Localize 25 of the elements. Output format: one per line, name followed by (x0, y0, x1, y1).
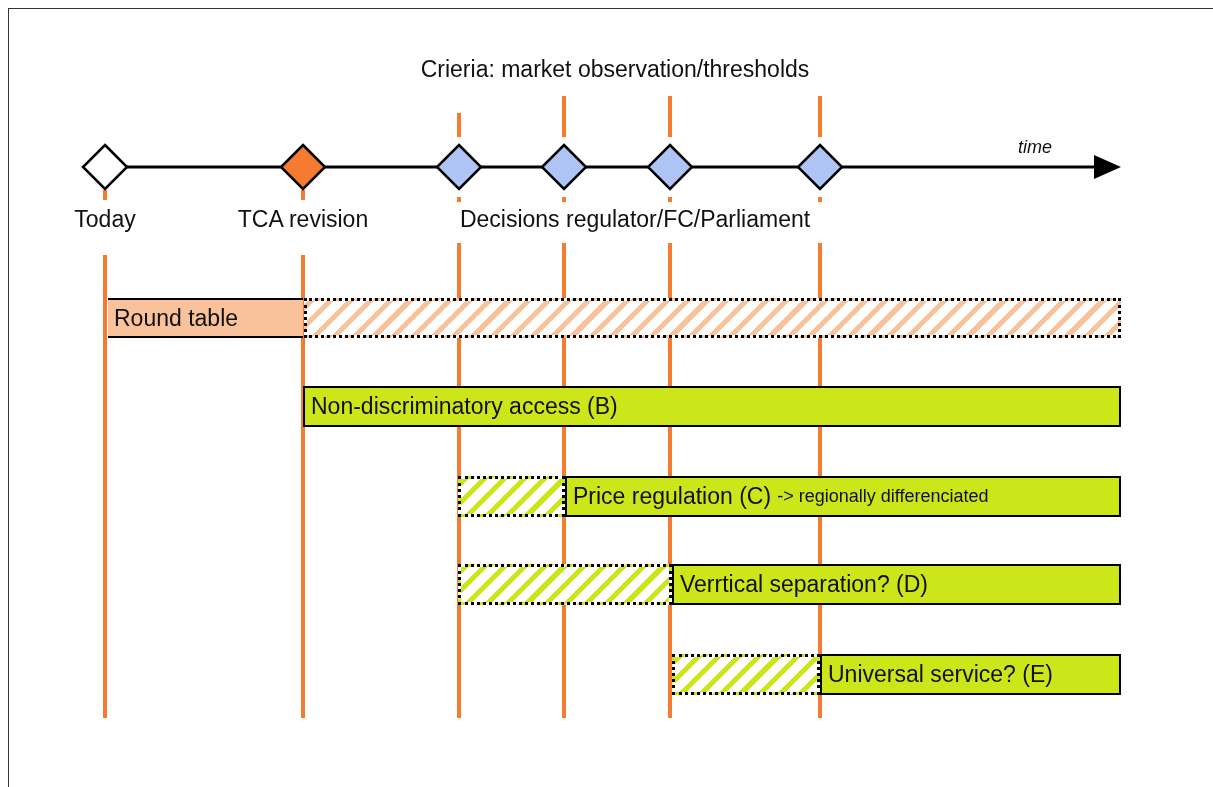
milestone-diamond (796, 143, 844, 191)
milestone-diamond (279, 143, 327, 191)
milestone-diamond (540, 143, 588, 191)
hatched-bar (672, 654, 820, 695)
criteria-heading: Crieria: market observation/thresholds (419, 56, 811, 83)
phase-bar (672, 564, 1121, 605)
milestone-label: TCA revision (236, 206, 370, 233)
milestone-diamond (646, 143, 694, 191)
axis-label: time (1017, 137, 1053, 158)
hatched-bar (458, 476, 565, 517)
bar-label: Non-discriminatory access (B) (311, 393, 618, 420)
milestone-diamond (81, 143, 129, 191)
bar-label: -> regionally differenciated (777, 486, 989, 507)
decisions-label: Decisions regulator/FC/Parliament (458, 206, 812, 233)
milestone-diamond (435, 143, 483, 191)
phase-bar (108, 298, 303, 338)
hatched-bar (304, 298, 1121, 338)
phase-bar (820, 654, 1121, 695)
phase-bar (565, 476, 1121, 517)
phase-bar (303, 386, 1121, 427)
bar-label: Round table (114, 304, 239, 332)
bar-label: Universal service? (E) (828, 661, 1053, 688)
hatched-bar (458, 564, 672, 605)
bar-label: Price regulation (C) (573, 483, 772, 510)
bar-label: Verrtical separation? (D) (680, 571, 928, 598)
